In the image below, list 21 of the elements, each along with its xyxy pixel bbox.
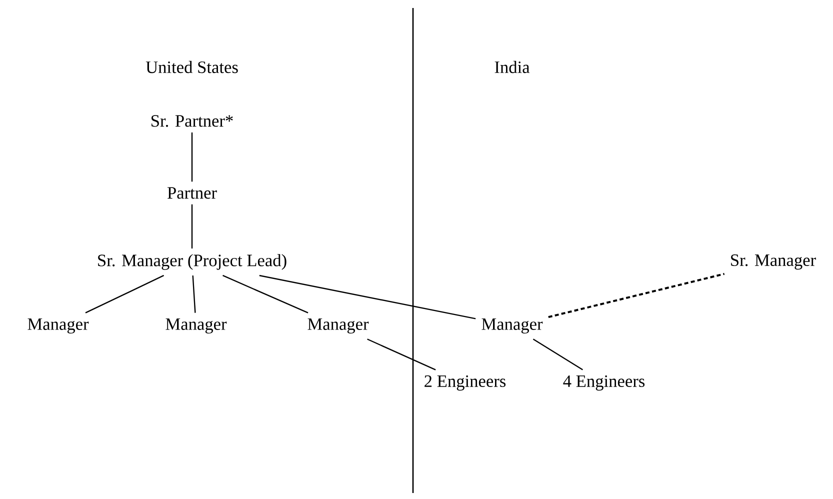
connector-line [192, 275, 196, 313]
node-label: Manager [308, 318, 369, 334]
node-label: Partner [167, 187, 217, 199]
node-label: Manager [166, 318, 227, 334]
connector-line [367, 338, 436, 370]
node-label: Manager [482, 318, 543, 334]
node-label: Sr. Manager [731, 254, 816, 270]
connector-line [222, 274, 308, 314]
node-label: 4 Engineers [563, 375, 645, 391]
node-label: Sr. Partner* [152, 115, 233, 127]
region-heading: India [494, 60, 530, 74]
connector-line [259, 274, 476, 320]
node-label: Sr. Manager (Project Lead) [98, 254, 286, 270]
connector-line [548, 272, 725, 318]
region-heading: United States [146, 60, 238, 74]
connector-line [191, 132, 193, 182]
connector-line [191, 204, 193, 248]
connector-line [532, 338, 583, 370]
connector-line [85, 274, 164, 314]
node-label: 2 Engineers [424, 375, 506, 391]
node-label: Manager [28, 318, 89, 334]
